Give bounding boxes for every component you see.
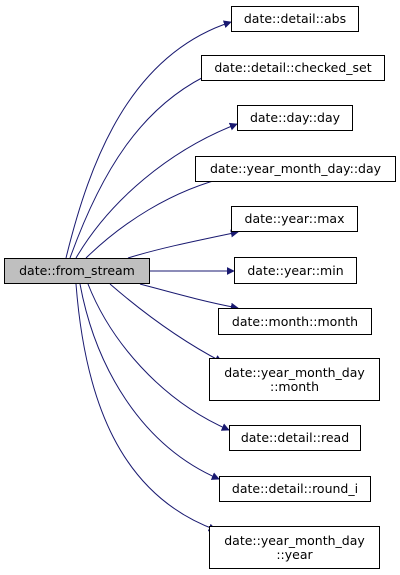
node-detail-checked-set-label: date::detail::checked_set [214,60,372,75]
node-detail-read[interactable]: date::detail::read [229,425,361,451]
edge-to-day-day [75,122,238,259]
node-year-month-day-day[interactable]: date::year_month_day::day [195,156,396,182]
edge-to-year-max [127,229,239,259]
node-from-stream: date::from_stream [4,258,150,284]
node-from-stream-label: date::from_stream [19,263,135,278]
node-detail-checked-set[interactable]: date::detail::checked_set [201,55,385,81]
node-year-month-day-month-label-2: ::month [270,378,319,394]
edge-to-month-month [139,283,239,311]
node-year-month-day-year-label-2: ::year [276,546,313,562]
node-detail-round-i[interactable]: date::detail::round_i [219,476,371,502]
edge-to-ymd-day [85,173,233,259]
edge-to-ymd-year [75,283,217,532]
node-year-month-day-day-label: date::year_month_day::day [209,161,382,176]
edge-to-checked-set [69,71,215,259]
node-month-month-label: date::month::month [231,313,359,329]
edge-to-read [87,283,230,431]
node-detail-round-i-label: date::detail::round_i [231,481,359,496]
node-year-month-day-year-label-1: date::year_month_day [224,532,365,548]
node-year-month-day-year[interactable]: date::year_month_day ::year [209,526,380,569]
edge-to-abs [65,20,232,259]
node-detail-abs[interactable]: date::detail::abs [231,6,359,32]
node-detail-read-label: date::detail::read [240,430,350,445]
node-day-day[interactable]: date::day::day [237,105,353,131]
node-year-month-day-month-label-1: date::year_month_day [224,364,365,380]
node-month-month[interactable]: date::month::month [218,308,372,335]
node-year-month-day-month[interactable]: date::year_month_day ::month [209,358,380,401]
node-day-day-label: date::day::day [249,110,341,125]
node-detail-abs-label: date::detail::abs [243,11,347,26]
edge-to-ymd-month [109,283,223,363]
node-year-max-label: date::year::max [244,211,345,226]
node-year-min-label: date::year::min [247,262,344,278]
node-year-max[interactable]: date::year::max [231,206,358,232]
node-year-min[interactable]: date::year::min [234,257,357,284]
edge-to-round-i [79,283,220,480]
